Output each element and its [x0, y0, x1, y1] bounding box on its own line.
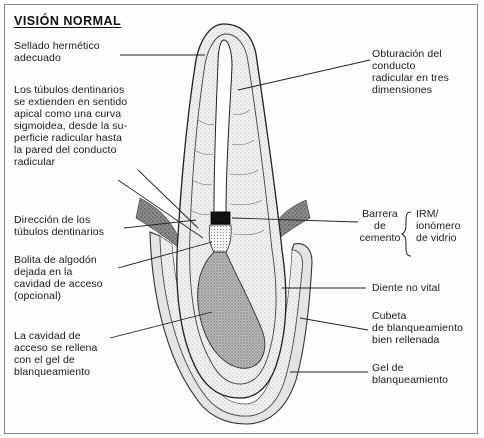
label-direccion: Dirección de los túbulos dentinarios [14, 214, 134, 238]
label-gel: Gel de blanqueamiento [372, 362, 476, 386]
label-cubeta: Cubeta de blanqueamiento bien rellenada [372, 310, 480, 346]
label-barrera: Barrera de cemento [356, 208, 404, 244]
label-bolita: Bolita de algodón dejada en la cavidad d… [14, 254, 134, 302]
cement-barrier [211, 212, 230, 224]
label-obturacion: Obturación del conducto radicular en tre… [372, 48, 472, 96]
cotton-pellet [209, 225, 231, 252]
label-diente: Diente no vital [372, 282, 472, 294]
label-cavidad: La cavidad de acceso se rellena con el g… [14, 330, 124, 378]
label-irm: IRM/ ionómero de vidrio [416, 208, 476, 244]
label-sellado: Sellado hermético adecuado [14, 40, 124, 64]
figure-title: VISIÓN NORMAL [14, 14, 121, 28]
label-tubulos: Los túbulos dentinarios se extienden en … [14, 84, 184, 168]
